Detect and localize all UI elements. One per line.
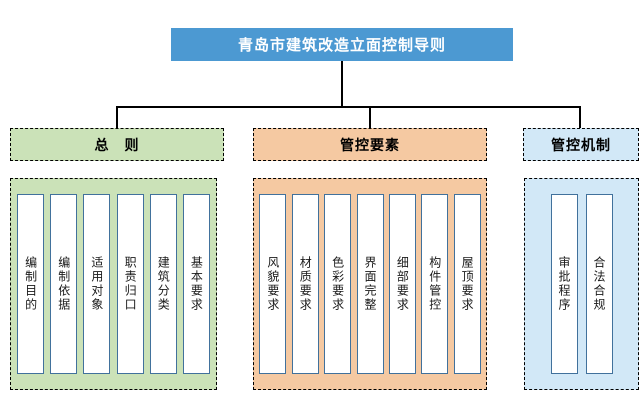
list-item: 风貌要求 (259, 194, 287, 374)
list-item-label: 构件管控 (427, 256, 442, 312)
list-item: 屋顶要求 (453, 194, 481, 374)
list-item-label: 审批程序 (557, 256, 571, 312)
connector-drop-middle (369, 106, 371, 128)
list-item-label: 基本要求 (189, 256, 204, 312)
list-item-label: 界面完整 (363, 256, 377, 312)
list-item: 细部要求 (388, 194, 416, 374)
chart-title: 青岛市建筑改造立面控制导则 (171, 28, 513, 61)
section-header-label: 总 则 (94, 137, 140, 154)
list-item: 编制目的 (17, 194, 45, 374)
connector-horizontal (116, 106, 581, 108)
list-item-label: 风貌要求 (265, 256, 280, 312)
list-item: 适用对象 (83, 194, 111, 374)
list-item-label: 职责归口 (123, 256, 138, 312)
list-item-label: 编制目的 (23, 256, 38, 312)
section-header-control-mechanism: 管控机制 (523, 128, 639, 161)
list-item-label: 编制依据 (56, 256, 71, 312)
section-header-label: 管控要素 (340, 137, 400, 154)
section-body-general-rules: 编制目的 编制依据 适用对象 职责归口 建筑分类 基本要求 (10, 178, 217, 390)
list-item: 编制依据 (50, 194, 78, 374)
list-item-label: 适用对象 (89, 256, 104, 312)
list-item: 界面完整 (356, 194, 384, 374)
list-item-label: 合法合规 (592, 256, 606, 312)
list-item-label: 色彩要求 (330, 256, 345, 312)
list-item: 基本要求 (182, 194, 210, 374)
list-item: 审批程序 (550, 194, 578, 374)
list-item-label: 材质要求 (298, 256, 313, 312)
chart-title-label: 青岛市建筑改造立面控制导则 (237, 36, 446, 54)
list-item-label: 屋顶要求 (460, 256, 475, 312)
section-header-control-elements: 管控要素 (253, 128, 487, 161)
list-item: 构件管控 (421, 194, 449, 374)
list-item: 色彩要求 (324, 194, 352, 374)
section-header-label: 管控机制 (551, 137, 611, 154)
list-item-label: 建筑分类 (156, 256, 171, 312)
list-item-label: 细部要求 (395, 256, 410, 312)
list-item: 建筑分类 (149, 194, 177, 374)
connector-drop-right (579, 106, 581, 128)
list-item: 合法合规 (585, 194, 613, 374)
section-body-control-elements: 风貌要求 材质要求 色彩要求 界面完整 细部要求 构件管控 屋顶要求 (253, 178, 487, 390)
section-header-general-rules: 总 则 (10, 128, 224, 161)
list-item: 材质要求 (291, 194, 319, 374)
connector-drop-left (116, 106, 118, 128)
connector-trunk (341, 61, 343, 108)
section-body-control-mechanism: 审批程序 合法合规 (524, 178, 639, 390)
list-item: 职责归口 (116, 194, 144, 374)
